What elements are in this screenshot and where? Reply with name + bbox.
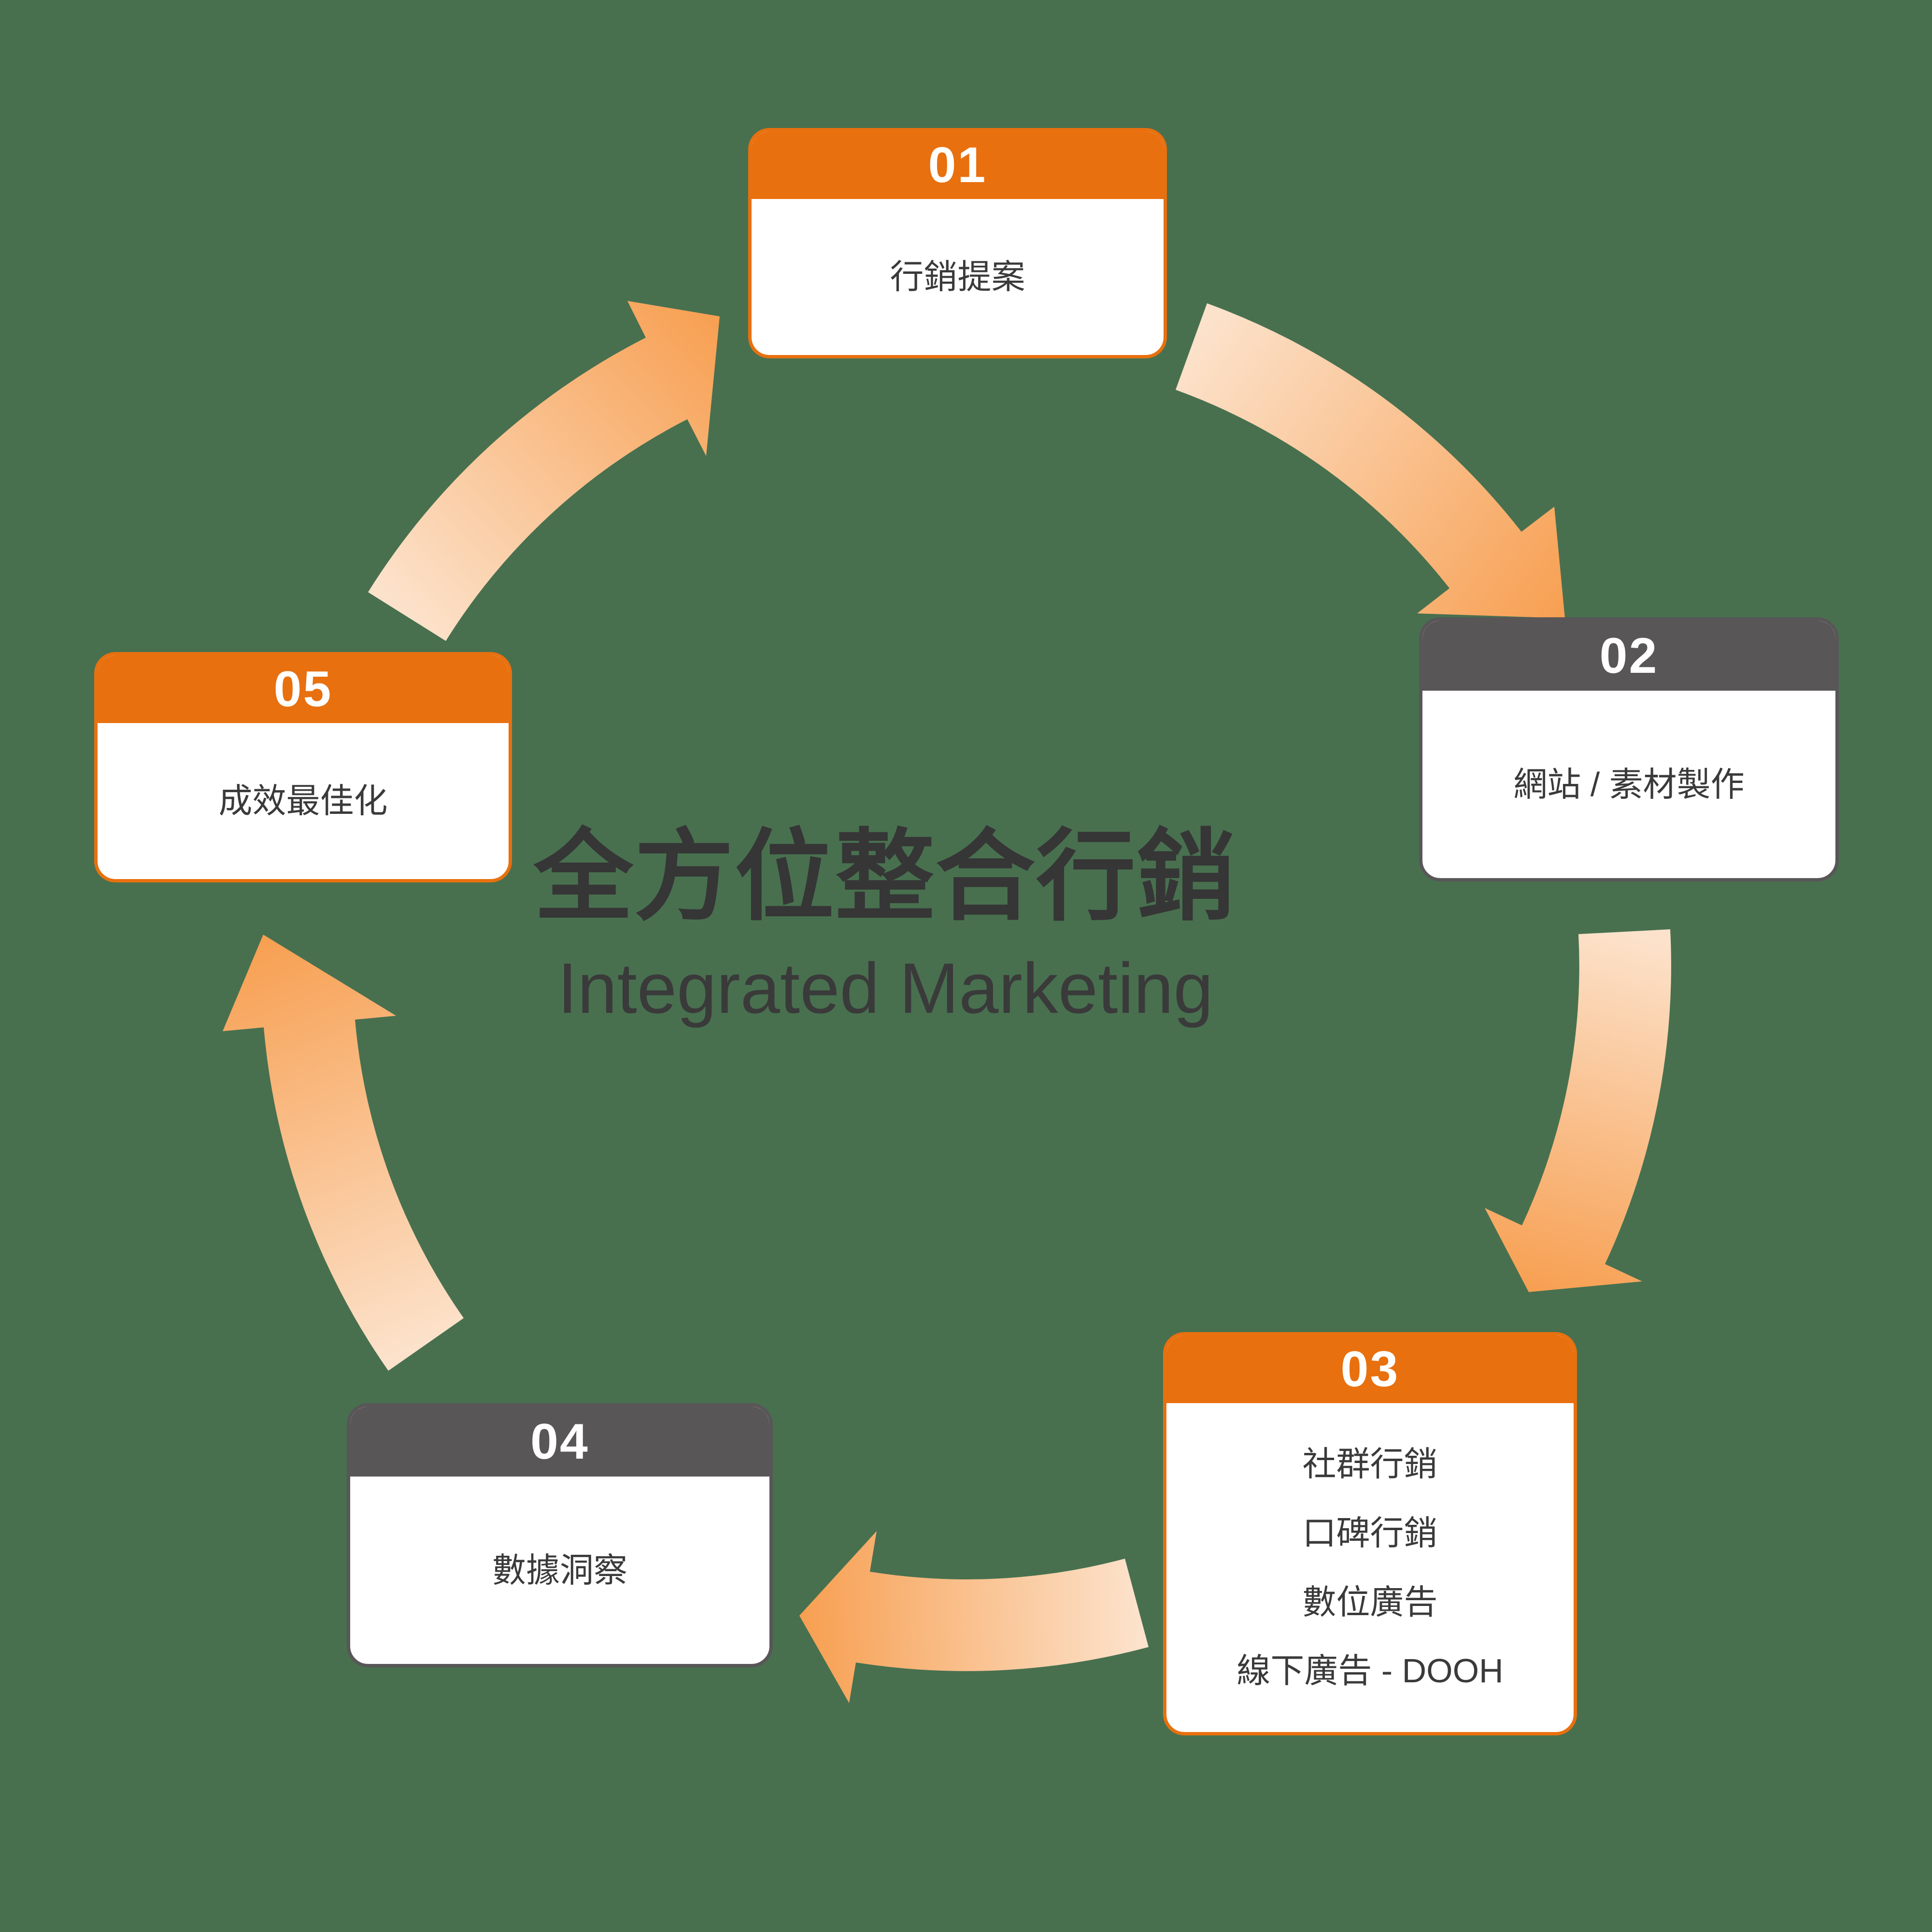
step-05-number: 05 <box>273 661 333 717</box>
step-03-label-line-3: 數位廣告 <box>1302 1583 1438 1621</box>
step-04-body: 數據洞察 <box>350 1477 769 1664</box>
step-05-label: 成效最佳化 <box>218 782 388 820</box>
step-03-label-line-4: 線下廣告 - DOOH <box>1236 1652 1504 1690</box>
arrow-01-to-02-icon <box>1176 303 1565 618</box>
step-05-body: 成效最佳化 <box>98 723 509 879</box>
step-05-number-badge: 05 <box>98 655 509 723</box>
step-04-number: 04 <box>530 1413 589 1470</box>
step-card-02: 02 網站 / 素材製作 <box>1419 617 1839 881</box>
page-title: 全方位整合行銷 <box>533 821 1237 932</box>
step-card-04: 04 數據洞察 <box>347 1403 773 1667</box>
step-03-label-line-2: 口碑行銷 <box>1302 1514 1438 1552</box>
step-03-body: 社群行銷 口碑行銷 數位廣告 線下廣告 - DOOH <box>1166 1403 1574 1732</box>
step-01-number-badge: 01 <box>752 131 1164 199</box>
arrow-03-to-04-icon <box>799 1531 1149 1703</box>
step-02-label: 網站 / 素材製作 <box>1513 765 1745 803</box>
step-01-number: 01 <box>928 137 987 193</box>
step-04-number-badge: 04 <box>350 1406 769 1477</box>
step-02-number: 02 <box>1599 627 1659 684</box>
step-02-body: 網站 / 素材製作 <box>1422 691 1835 878</box>
step-04-label: 數據洞察 <box>492 1551 627 1589</box>
step-03-label-line-1: 社群行銷 <box>1302 1445 1438 1483</box>
arrow-04-to-05-icon <box>223 935 464 1371</box>
step-03-number: 03 <box>1340 1341 1400 1397</box>
arrow-05-to-01-icon <box>368 301 720 641</box>
page-subtitle: Integrated Marketing <box>557 948 1213 1028</box>
center-title-block: 全方位整合行銷 Integrated Marketing <box>402 822 1368 1024</box>
arrow-02-to-03-icon <box>1485 929 1671 1292</box>
step-03-number-badge: 03 <box>1166 1335 1574 1403</box>
step-card-01: 01 行銷提案 <box>748 128 1167 358</box>
step-card-03: 03 社群行銷 口碑行銷 數位廣告 線下廣告 - DOOH <box>1163 1332 1577 1735</box>
step-01-label: 行銷提案 <box>890 258 1025 296</box>
step-02-number-badge: 02 <box>1422 621 1835 691</box>
step-01-body: 行銷提案 <box>752 199 1164 355</box>
step-card-05: 05 成效最佳化 <box>94 652 512 882</box>
